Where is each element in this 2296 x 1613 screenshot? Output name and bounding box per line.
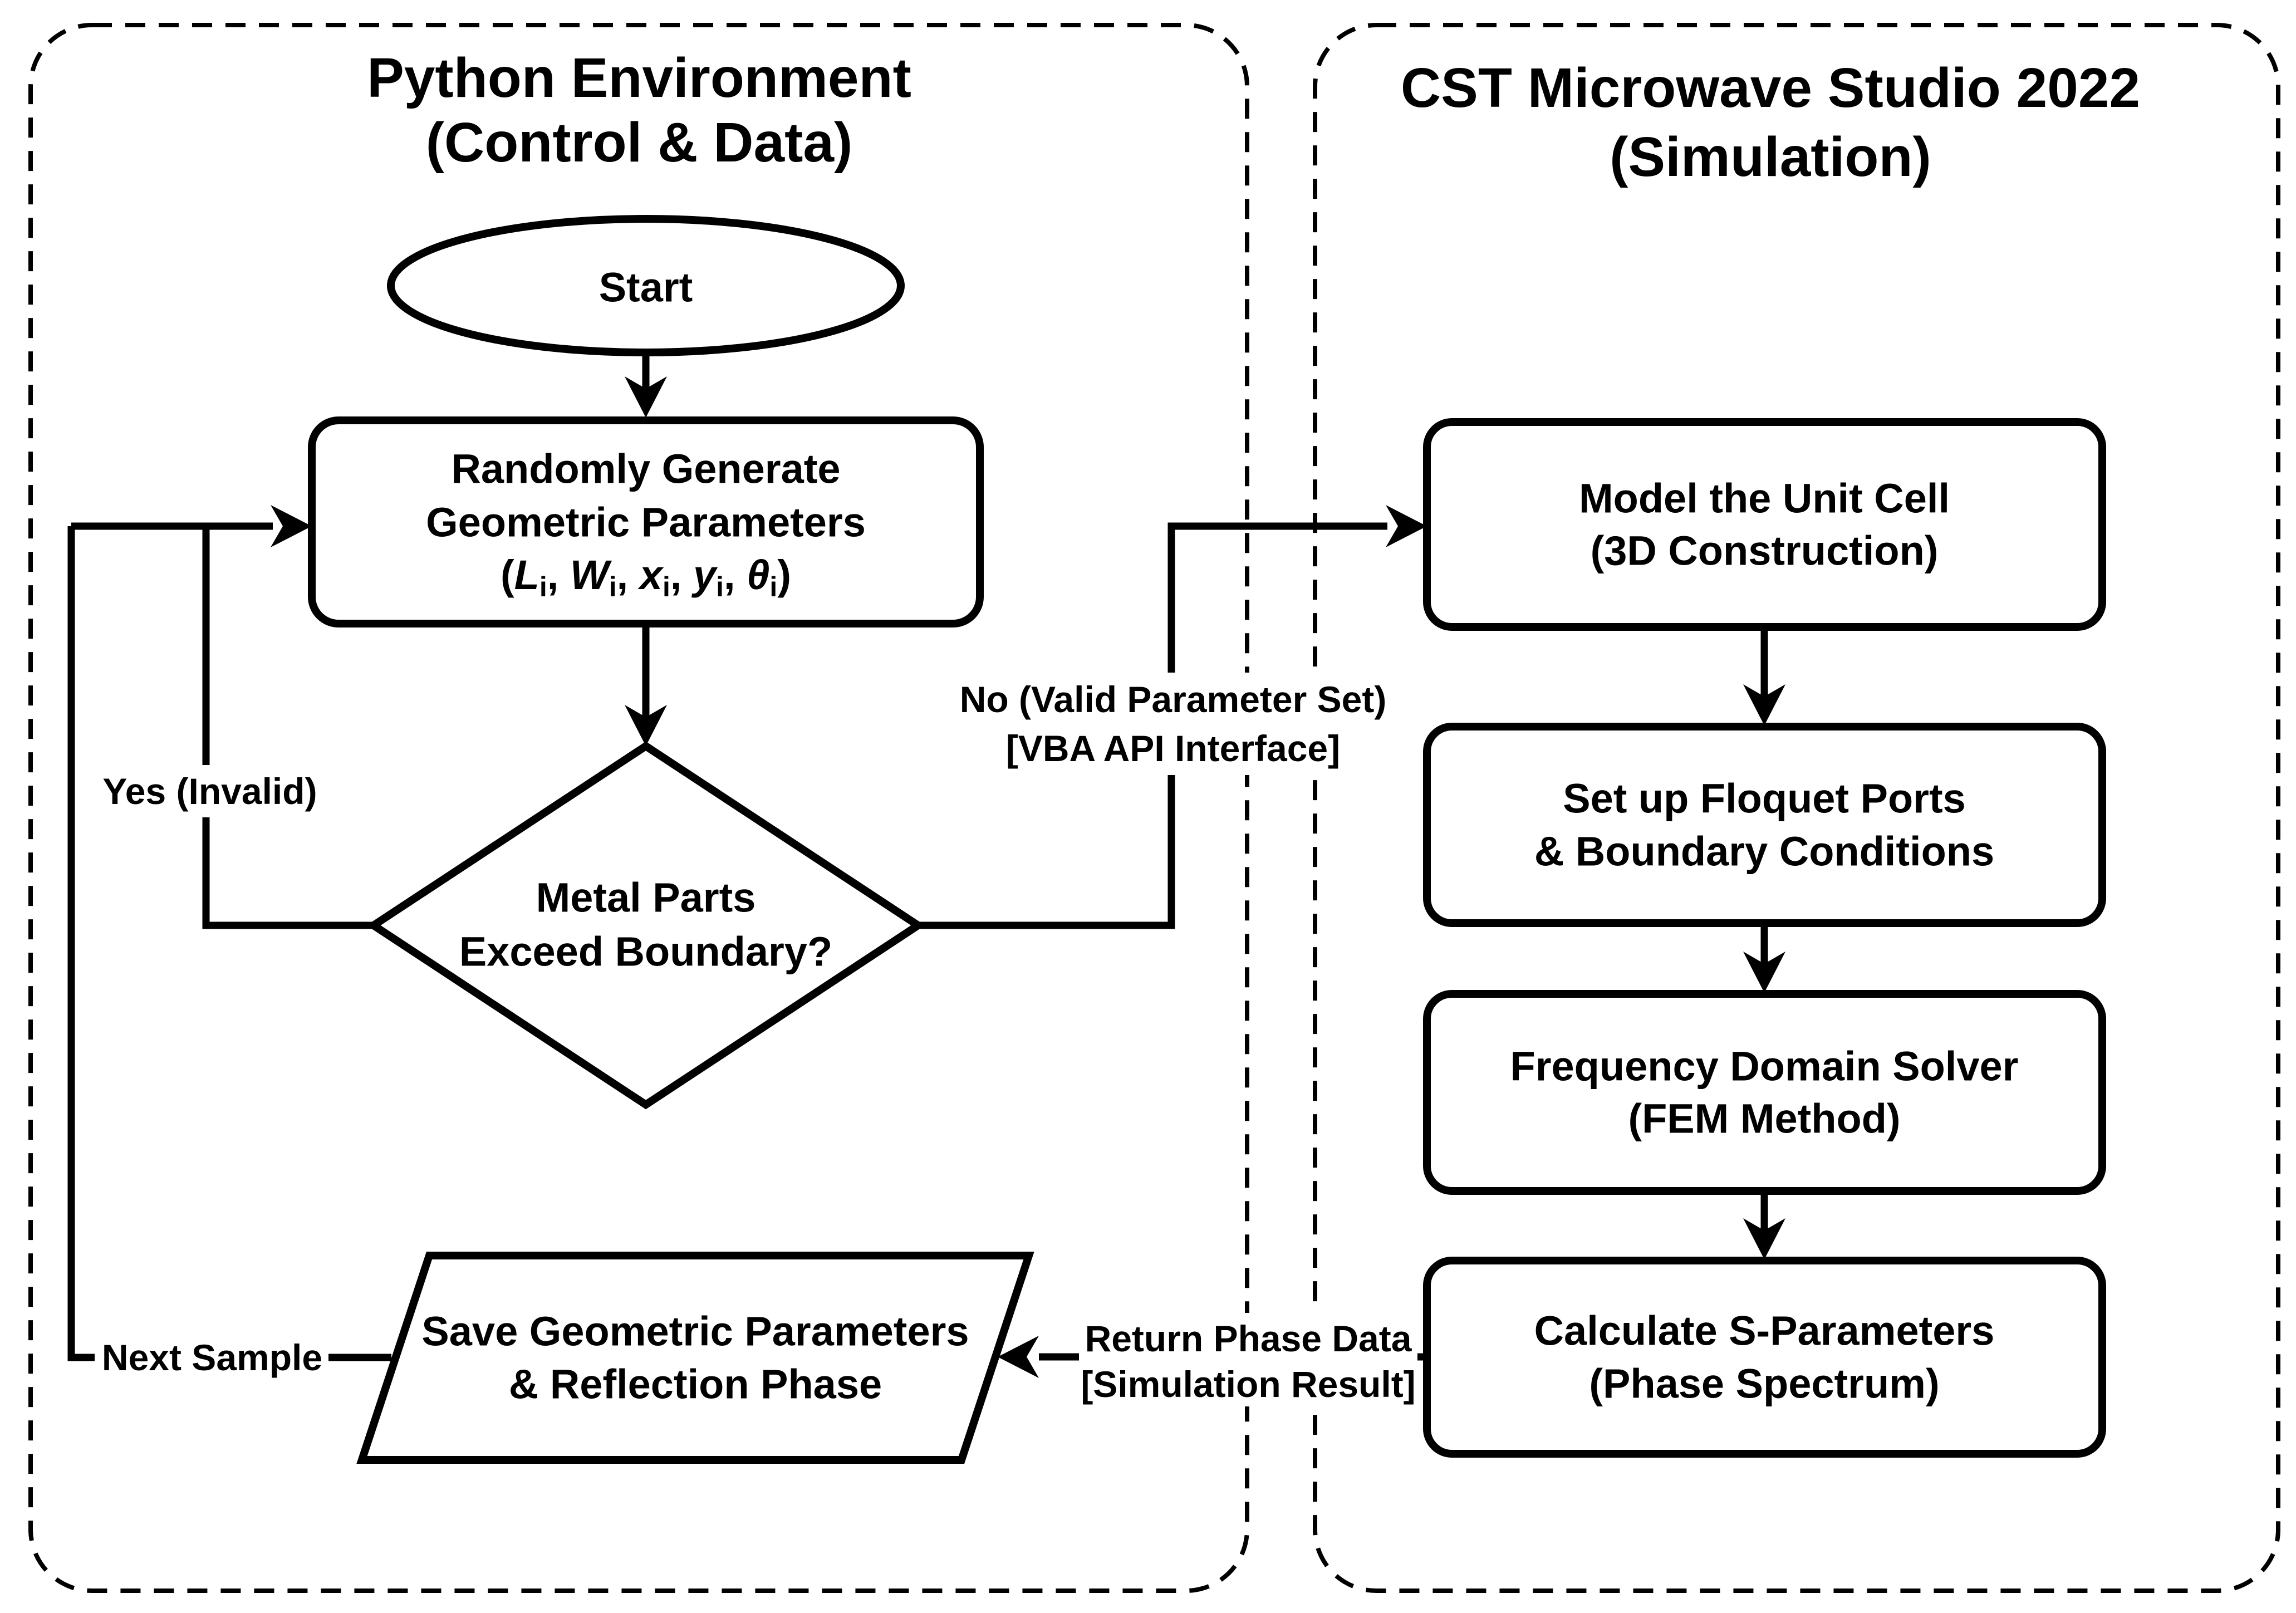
yes-label-bg [94,765,326,817]
start-node-label: Start [599,264,693,311]
frequency-solver-line2: (FEM Method) [1628,1096,1900,1142]
save-node [356,1252,1034,1464]
generate-node-params: (Li, Wi, xi, yi, θi) [501,552,791,603]
decision-node [366,741,925,1110]
no-valid-label-line1: No (Valid Parameter Set) [960,679,1387,720]
arrowhead-into-generate [271,505,312,547]
model-unit-cell-line1: Model the Unit Cell [1579,475,1950,522]
generate-node-line1: Randomly Generate [451,446,840,492]
decision-node-line1: Metal Parts [536,875,756,921]
start-node [387,215,905,356]
generate-node-line2: Geometric Parameters [426,499,866,546]
no-valid-label-line2: [VBA API Interface] [1006,728,1340,769]
cst-panel-title-line2: (Simulation) [1610,126,1931,188]
s-parameters-line1: Calculate S-Parameters [1534,1308,1995,1354]
return-label-bg [1079,1313,1417,1406]
s-parameters-line2: (Phase Spectrum) [1589,1361,1939,1407]
frequency-solver-node [1423,990,2106,1195]
s-parameters-node [1423,1257,2106,1458]
save-node-line1: Save Geometric Parameters [421,1308,969,1355]
next-sample-label-bg [95,1332,328,1384]
python-panel-title-line1: Python Environment [367,47,911,109]
python-environment-container [28,23,1249,1593]
model-unit-cell-node [1423,418,2106,631]
floquet-ports-node [1423,723,2106,927]
decision-node-line2: Exceed Boundary? [459,929,832,975]
next-sample-label: Next Sample [102,1337,322,1378]
edge-labels: Yes (Invalid) Next Sample No (Valid Para… [94,673,1417,1406]
arrowhead-into-model [1386,505,1427,547]
return-phase-label-line1: Return Phase Data [1085,1318,1412,1359]
cst-panel-title-line1: CST Microwave Studio 2022 [1401,57,2140,119]
no-label-bg [945,673,1401,775]
cst-environment-container [1313,23,2280,1593]
next-sample-line [67,526,391,1361]
model-unit-cell-line2: (3D Construction) [1591,528,1939,574]
save-node-line2: & Reflection Phase [509,1361,882,1408]
frequency-solver-line1: Frequency Domain Solver [1510,1043,2019,1090]
yes-invalid-label: Yes (Invalid) [102,771,317,812]
floquet-ports-line1: Set up Floquet Ports [1563,776,1966,822]
floquet-ports-line2: & Boundary Conditions [1534,828,1994,875]
python-panel-title-line2: (Control & Data) [426,111,853,174]
yes-branch-line [202,526,374,929]
return-phase-label-line2: [Simulation Result] [1081,1364,1415,1405]
generate-node [308,416,984,627]
